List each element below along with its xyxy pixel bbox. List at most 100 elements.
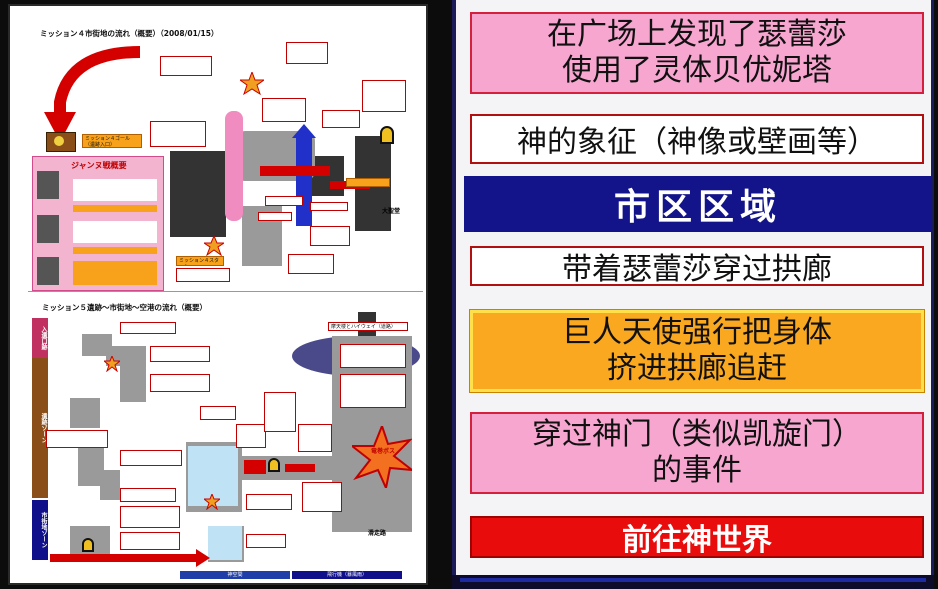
zone-entrance: 入遺口跡: [32, 318, 48, 358]
red-path: [50, 554, 200, 562]
gate-arch-icon: [82, 538, 94, 552]
panel-bottom-bar: [452, 575, 934, 589]
explosion-icon: [240, 72, 264, 96]
event-item: 穿过神门（类似凯旋门） 的事件: [470, 412, 924, 494]
cathedral-label: 大聖堂: [382, 208, 401, 215]
gate-arch-icon: [380, 126, 394, 144]
event-line: 神的象征（神像或壁画等）: [517, 125, 877, 160]
arrow-right-icon: [196, 549, 210, 567]
shinkukan-tag: 神空間: [180, 571, 290, 579]
event-note: [46, 430, 108, 448]
path-block: [70, 398, 100, 428]
event-note: [236, 424, 266, 448]
event-line: 使用了灵体贝优妮塔: [562, 53, 832, 88]
event-note: [286, 42, 328, 64]
event-note: [150, 346, 210, 362]
mission-start-note: ミッション４スタート: [176, 256, 224, 266]
event-note: [176, 268, 230, 282]
event-note: [288, 254, 334, 274]
tower-roof: [292, 124, 316, 138]
event-item: 在广场上发现了瑟蕾莎 使用了灵体贝优妮塔: [470, 12, 924, 94]
event-line: 带着瑟蕾莎穿过拱廊: [562, 252, 832, 287]
event-line: 前往神世界: [622, 523, 772, 558]
runway-label: 滑走路: [368, 530, 387, 537]
building-block: [170, 151, 226, 237]
event-note: [298, 424, 332, 452]
event-item: 带着瑟蕾莎穿过拱廊: [470, 246, 924, 287]
event-note: [246, 494, 292, 510]
curved-arrow-icon: [44, 46, 141, 142]
event-line: 穿过神门（类似凯旋门）: [532, 417, 862, 452]
event-line: 的事件: [652, 453, 742, 488]
event-note: [310, 226, 350, 246]
event-note: [340, 344, 406, 368]
goal-note: ミッション４ゴール（遺跡入口）: [82, 134, 142, 148]
event-note: [362, 80, 406, 112]
phase-text: [73, 261, 157, 285]
event-note: [264, 392, 296, 432]
stair-block: [37, 171, 59, 199]
explosion-icon: [104, 356, 120, 372]
highway-note: 摩天楼とハイウェイ（道路）: [328, 322, 408, 331]
path-block: [82, 334, 112, 356]
event-note: [262, 98, 306, 122]
event-note: [200, 406, 236, 420]
explosion-icon: [204, 494, 220, 510]
area-header: 市区区域: [464, 176, 932, 232]
event-note: [258, 212, 292, 221]
event-note: [150, 121, 206, 147]
tower-block: [296, 136, 312, 226]
event-note: [120, 322, 176, 334]
shinkukan-area: [208, 526, 242, 560]
highway-tower: [332, 336, 412, 532]
phase-highlight: [73, 247, 157, 254]
explosion-icon: [204, 236, 224, 256]
gate-arch-icon: [268, 458, 280, 472]
phase-text: [73, 221, 157, 243]
jeanne-battle-title: ジャンヌ戦概要: [71, 161, 127, 170]
event-note: [120, 450, 182, 466]
path-block: [100, 470, 120, 500]
event-note: [120, 506, 180, 528]
event-note: [265, 196, 303, 206]
mission5-title: ミッション５遺跡～市街地～空港の流れ（概要）: [42, 303, 207, 312]
event-note: [322, 110, 360, 128]
airplane-tag: 飛行機（暴風雨）: [292, 571, 402, 579]
panel-bottom-line: [460, 578, 926, 582]
goal-orb-icon: [54, 136, 64, 146]
event-note: [120, 532, 180, 550]
stair-block: [37, 215, 59, 243]
event-note: [302, 482, 342, 512]
red-path: [285, 464, 315, 472]
boss-label: 竜巻ボス: [370, 448, 395, 455]
phase-highlight: [73, 205, 157, 212]
event-item-highlighted: 巨人天使强行把身体 挤进拱廊追赶: [470, 310, 924, 392]
event-line: 巨人天使强行把身体: [562, 315, 832, 350]
event-note: [246, 534, 286, 548]
event-note: [346, 178, 390, 187]
event-note: [120, 488, 176, 502]
jeanne-battle-box: ジャンヌ戦概要: [32, 156, 164, 291]
event-list-panel: 在广场上发现了瑟蕾莎 使用了灵体贝优妮塔 神的象征（神像或壁画等） 市区区域 带…: [452, 0, 934, 589]
area-title: 市区区域: [613, 187, 782, 228]
zone-city: 市街地ゾーン: [32, 500, 48, 560]
red-path: [244, 460, 266, 474]
red-path: [260, 166, 330, 176]
pink-column: [225, 111, 243, 221]
zone-ruins: 遺跡ゾーン: [32, 358, 48, 498]
mission4-title: ミッション４市街地の流れ（概要）（2008/01/15）: [40, 29, 219, 38]
event-line: 在广场上发现了瑟蕾莎: [547, 17, 847, 52]
building-block: [310, 156, 344, 196]
event-item-final: 前往神世界: [470, 516, 924, 558]
section-divider: [28, 291, 423, 292]
event-note: [310, 202, 348, 211]
path-block: [120, 366, 146, 402]
event-line: 挤进拱廊追赶: [607, 351, 787, 386]
tornado-boss-icon: [352, 426, 412, 488]
stair-block: [37, 257, 59, 285]
event-note: [340, 374, 406, 408]
event-note: [150, 374, 210, 392]
event-note: [160, 56, 212, 76]
flowchart-document: ミッション４市街地の流れ（概要）（2008/01/15） ミッション４ゴール（遺…: [8, 4, 428, 585]
phase-text: [73, 179, 157, 201]
